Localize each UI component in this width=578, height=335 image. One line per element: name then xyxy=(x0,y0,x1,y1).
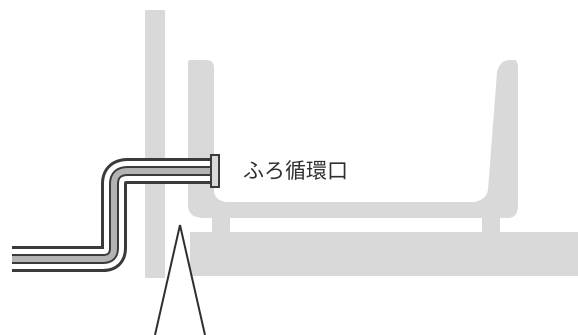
bathtub-body xyxy=(188,60,518,218)
pipe-core xyxy=(12,168,214,262)
port-label: ふろ循環口 xyxy=(243,159,348,183)
floor-slab xyxy=(190,232,578,276)
wall-post xyxy=(145,10,165,278)
pointer-line-left xyxy=(154,224,181,335)
pointer-line-right xyxy=(179,224,206,335)
port-flange xyxy=(210,154,220,188)
